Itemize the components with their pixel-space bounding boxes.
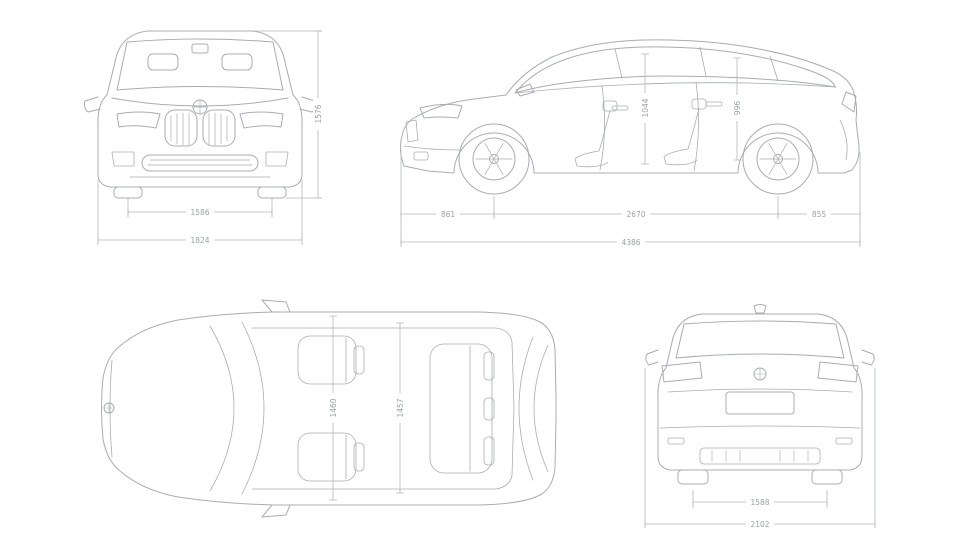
dim-front-track: 1586 [186, 207, 214, 217]
rear-wheel [742, 123, 814, 195]
rear-view-drawing [645, 304, 875, 485]
svg-text:2102: 2102 [750, 520, 769, 529]
dim-side-interior-height-front: 1044 [640, 93, 650, 123]
top-view-drawing [101, 299, 557, 518]
license-plate-area [725, 391, 795, 415]
svg-text:1044: 1044 [641, 98, 650, 117]
svg-text:1576: 1576 [314, 104, 323, 123]
left-headlight [116, 111, 161, 129]
top-mirror-left [261, 299, 291, 313]
dim-side-wheelbase: 2670 [622, 209, 650, 219]
svg-text:4386: 4386 [621, 238, 640, 247]
dimension-labels: 1576 1586 1824 861 2670 855 4386 [186, 93, 831, 529]
svg-text:1460: 1460 [329, 398, 338, 417]
interior-seats [574, 98, 707, 168]
dim-side-length: 4386 [617, 237, 645, 247]
side-view-drawing [399, 39, 860, 195]
kidney-grille-left [164, 109, 198, 147]
side-glasshouse [514, 46, 836, 94]
svg-text:1824: 1824 [190, 236, 209, 245]
roof-antenna [753, 304, 767, 314]
svg-text:855: 855 [812, 210, 827, 219]
right-headlight [239, 111, 284, 129]
rear-window [675, 320, 845, 359]
rear-taillight-right [817, 361, 859, 383]
side-mirror [515, 83, 535, 97]
svg-text:861: 861 [441, 210, 456, 219]
svg-text:996: 996 [733, 101, 742, 116]
left-mirror [83, 96, 101, 113]
rear-mirror-right [861, 349, 875, 366]
svg-text:1588: 1588 [750, 498, 769, 507]
side-taillight [841, 91, 857, 113]
dim-front-width: 1824 [186, 235, 214, 245]
dim-top-interior-width-front: 1460 [328, 393, 338, 423]
svg-text:2670: 2670 [626, 210, 645, 219]
bmw-roundel-icon-top [103, 402, 115, 414]
front-view-drawing [83, 30, 317, 199]
front-wheel [458, 123, 530, 195]
dim-rear-track: 1588 [746, 497, 774, 507]
dim-rear-width-mirrors: 2102 [746, 519, 774, 529]
dim-side-front-overhang: 861 [436, 209, 460, 219]
bmw-roundel-icon [192, 99, 208, 115]
dim-front-height: 1576 [313, 98, 323, 130]
rear-taillight-left [661, 361, 703, 383]
dim-side-rear-overhang: 855 [807, 209, 831, 219]
svg-text:1457: 1457 [396, 398, 405, 417]
dim-side-interior-height-rear: 996 [732, 95, 742, 121]
kidney-grille-right [202, 109, 236, 147]
rear-mirror-left [645, 349, 659, 366]
dim-top-interior-width-rear: 1457 [395, 393, 405, 423]
svg-text:1586: 1586 [190, 208, 209, 217]
top-mirror-right [261, 504, 291, 518]
side-headlight [419, 103, 463, 119]
top-view-seats [297, 335, 495, 482]
bmw-roundel-icon-rear [753, 367, 767, 381]
